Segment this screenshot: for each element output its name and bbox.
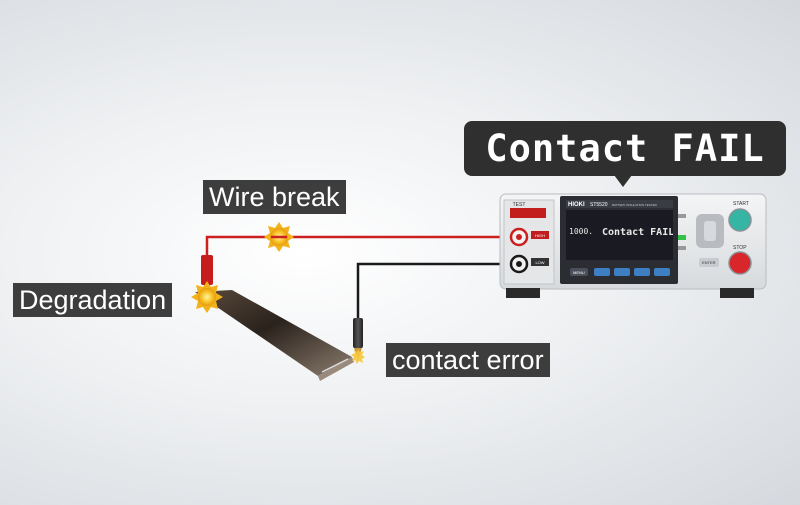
contact-error-burst — [351, 349, 365, 364]
low-label-plate — [531, 258, 549, 266]
start-button[interactable] — [728, 208, 752, 232]
f3-key[interactable] — [634, 268, 650, 276]
high-label: HIGH — [535, 233, 545, 238]
menu-key[interactable] — [570, 268, 588, 276]
wire-break-label: Wire break — [203, 180, 346, 214]
model-subtitle: BATTERY INSULATION TESTER — [612, 203, 658, 207]
f4-key[interactable] — [654, 268, 670, 276]
menu-label: MENU — [573, 270, 585, 275]
left-foot — [506, 288, 540, 298]
battery-film — [195, 290, 354, 381]
contact-fail-bubble: Contact FAIL — [464, 121, 786, 187]
start-label: START — [733, 201, 749, 207]
test-indicator — [510, 208, 546, 218]
degradation-label: Degradation — [13, 283, 173, 317]
wire-break-burst — [264, 222, 294, 252]
right-foot — [720, 288, 754, 298]
test-label: TEST — [513, 202, 526, 208]
instrument-display: 1000. Contact FAIL — [566, 210, 673, 260]
high-label-plate — [531, 231, 549, 239]
brand-logo: HIOKI — [568, 202, 585, 208]
stop-button[interactable] — [728, 251, 752, 275]
degradation-burst — [191, 281, 223, 313]
pass-led — [678, 235, 686, 240]
f1-key[interactable] — [594, 268, 610, 276]
stop-label: STOP — [733, 245, 747, 251]
model-name: ST5520 — [590, 202, 608, 208]
display-value: 1000. — [569, 227, 594, 236]
enter-key[interactable] — [699, 258, 719, 267]
contact-error-label: contact error — [386, 343, 550, 377]
display-status: Contact FAIL — [602, 227, 673, 238]
low-label: LOW — [535, 260, 544, 265]
f2-key[interactable] — [614, 268, 630, 276]
enter-label: ENTER — [702, 260, 716, 265]
